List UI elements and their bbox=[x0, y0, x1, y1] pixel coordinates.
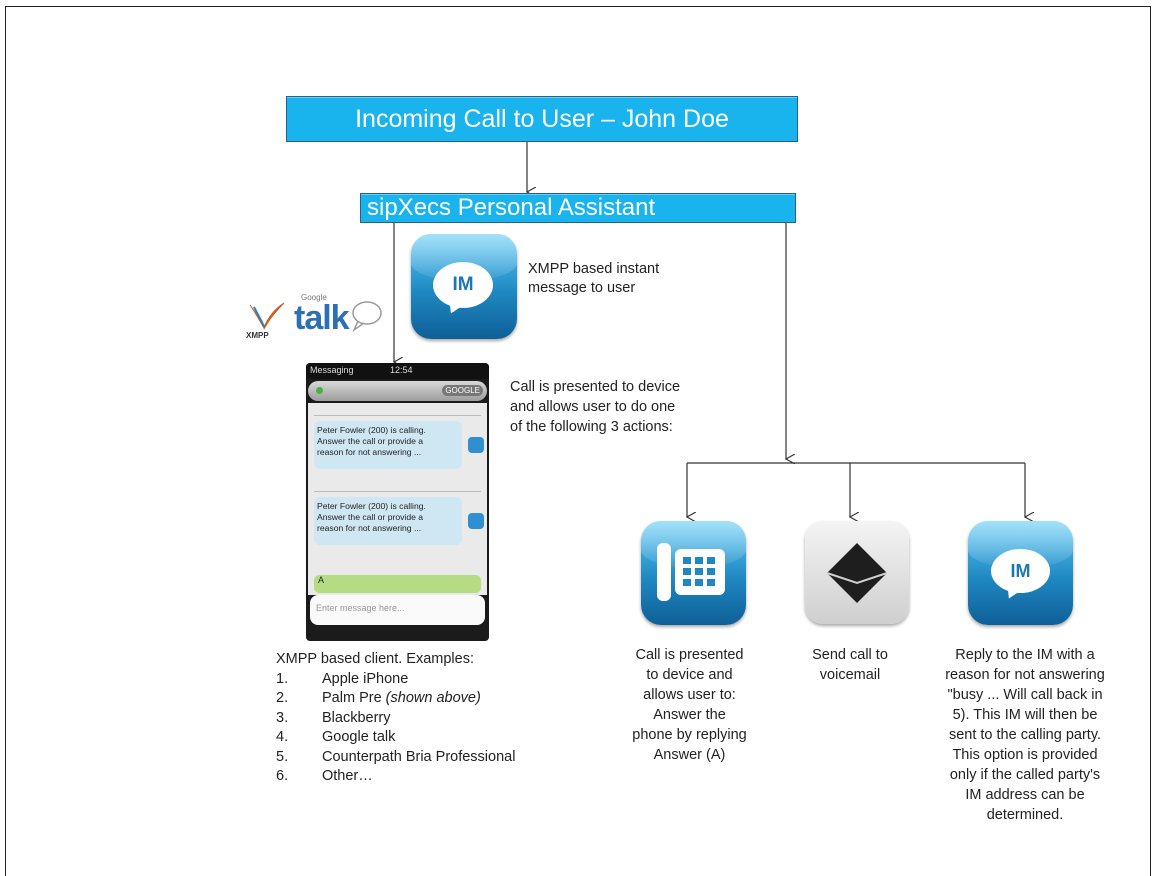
phone-message-line: Peter Fowler (200) is calling. bbox=[317, 501, 426, 511]
incoming-call-title: Incoming Call to User – John Doe bbox=[355, 104, 729, 133]
device-caption-line: Call is presented to device bbox=[510, 379, 681, 395]
talk-bubble-icon bbox=[352, 301, 382, 333]
phone-separator bbox=[314, 483, 481, 492]
client-list-title: XMPP based client. Examples: bbox=[276, 651, 474, 667]
list-item-label: Blackberry bbox=[322, 709, 391, 726]
reply-im-bubble: IM bbox=[991, 549, 1050, 593]
reply-caption-line: IM address can be bbox=[965, 787, 1085, 803]
xmpp-logo-icon bbox=[249, 302, 285, 330]
talk-logo-text: talk bbox=[294, 299, 350, 337]
phone-message-line: Answer the call or provide a bbox=[317, 436, 424, 446]
reply-caption-line: reason for not answering bbox=[945, 667, 1105, 683]
voicemail-caption: Send call to voicemail bbox=[795, 645, 905, 685]
reply-caption-line: only if the called party's bbox=[949, 767, 1101, 783]
phone-separator bbox=[314, 407, 481, 416]
xmpp-logo-text: XMPP bbox=[246, 331, 269, 340]
phone-time: 12:54 bbox=[390, 365, 413, 375]
phone-message-line: Answer the call or provide a bbox=[317, 512, 424, 522]
answer-caption-line: allows user to: bbox=[643, 687, 736, 703]
phone-google-badge: GOOGLE bbox=[442, 385, 483, 396]
list-item-number: 2. bbox=[276, 690, 289, 706]
phone-message: Peter Fowler (200) is calling. Answer th… bbox=[314, 421, 462, 469]
list-item-number: 3. bbox=[276, 709, 289, 726]
voicemail-caption-line: Send call to bbox=[812, 647, 888, 663]
im-caption-line: XMPP based instant bbox=[528, 261, 660, 277]
phone-app-name: Messaging bbox=[310, 365, 354, 375]
list-item-number: 5. bbox=[276, 748, 289, 765]
list-item-number: 6. bbox=[276, 768, 289, 784]
palm-pre-screenshot: Messaging 12:54 GOOGLE Peter Fowler (200… bbox=[306, 363, 489, 641]
phone-message: Peter Fowler (200) is calling. Answer th… bbox=[314, 497, 462, 545]
reply-im-icon: IM bbox=[968, 521, 1073, 625]
envelope-icon bbox=[826, 543, 888, 603]
device-caption-line: of the following 3 actions: bbox=[510, 419, 673, 435]
phone-message-input: Enter message here... bbox=[310, 595, 485, 625]
list-item-note: (shown above) bbox=[385, 690, 481, 706]
list-item-number: 1. bbox=[276, 670, 289, 687]
voicemail-icon bbox=[805, 521, 909, 624]
reply-caption-line: determined. bbox=[986, 807, 1064, 823]
list-item-label: Palm Pre (shown above) bbox=[322, 689, 481, 709]
presence-dot-icon bbox=[316, 387, 323, 394]
list-item-label-text: Palm Pre bbox=[322, 690, 382, 706]
xmpp-google-talk-logos: XMPP Google talk bbox=[246, 293, 386, 343]
reply-caption-line: 5). This IM will then be bbox=[952, 707, 1098, 723]
answer-caption-line: Answer (A) bbox=[653, 747, 726, 763]
im-icon: IM bbox=[411, 234, 517, 339]
phone-chat-body: Peter Fowler (200) is calling. Answer th… bbox=[308, 403, 487, 595]
phone-message-icon bbox=[468, 437, 484, 453]
incoming-call-banner: Incoming Call to User – John Doe bbox=[286, 96, 798, 142]
list-item-number: 4. bbox=[276, 729, 289, 745]
phone-status-bar: Messaging 12:54 bbox=[306, 363, 489, 379]
answer-caption-line: Call is presented bbox=[635, 647, 744, 663]
im-caption-line: message to user bbox=[528, 280, 636, 296]
answer-caption-line: Answer the bbox=[653, 707, 726, 723]
phone-chat-header: GOOGLE bbox=[308, 381, 487, 401]
phone-message-line: Peter Fowler (200) is calling. bbox=[317, 425, 426, 435]
google-logo-text: Google bbox=[301, 293, 327, 302]
phone-message-icon bbox=[468, 513, 484, 529]
im-caption: XMPP based instant message to user bbox=[528, 260, 659, 298]
list-item-label: Other… bbox=[322, 768, 373, 784]
reply-caption: Reply to the IM with a reason for not an… bbox=[920, 645, 1130, 825]
personal-assistant-banner: sipXecs Personal Assistant bbox=[360, 193, 796, 223]
reply-caption-line: "busy ... Will call back in bbox=[947, 687, 1103, 703]
answer-caption: Call is presented to device and allows u… bbox=[602, 645, 777, 765]
im-bubble: IM bbox=[433, 262, 493, 308]
voicemail-caption-line: voicemail bbox=[819, 667, 881, 683]
device-caption-line: and allows user to do one bbox=[510, 399, 676, 415]
diagram-frame bbox=[5, 6, 1151, 876]
answer-caption-line: phone by replying bbox=[632, 727, 747, 743]
phone-reply: A bbox=[314, 575, 481, 593]
personal-assistant-title: sipXecs Personal Assistant bbox=[367, 194, 656, 221]
answer-caption-line: to device and bbox=[646, 667, 733, 683]
desk-phone-icon bbox=[657, 543, 725, 601]
phone-icon bbox=[641, 521, 746, 625]
device-caption: Call is presented to device and allows u… bbox=[510, 377, 680, 437]
phone-message-line: reason for not answering ... bbox=[317, 447, 422, 457]
list-item-label: Apple iPhone bbox=[322, 670, 409, 687]
reply-caption-line: Reply to the IM with a bbox=[955, 647, 1095, 663]
reply-caption-line: This option is provided bbox=[952, 747, 1098, 763]
reply-caption-line: sent to the calling party. bbox=[948, 727, 1102, 743]
list-item-label: Counterpath Bria Professional bbox=[322, 748, 516, 765]
phone-message-line: reason for not answering ... bbox=[317, 523, 422, 533]
list-item-label: Google talk bbox=[322, 729, 396, 745]
